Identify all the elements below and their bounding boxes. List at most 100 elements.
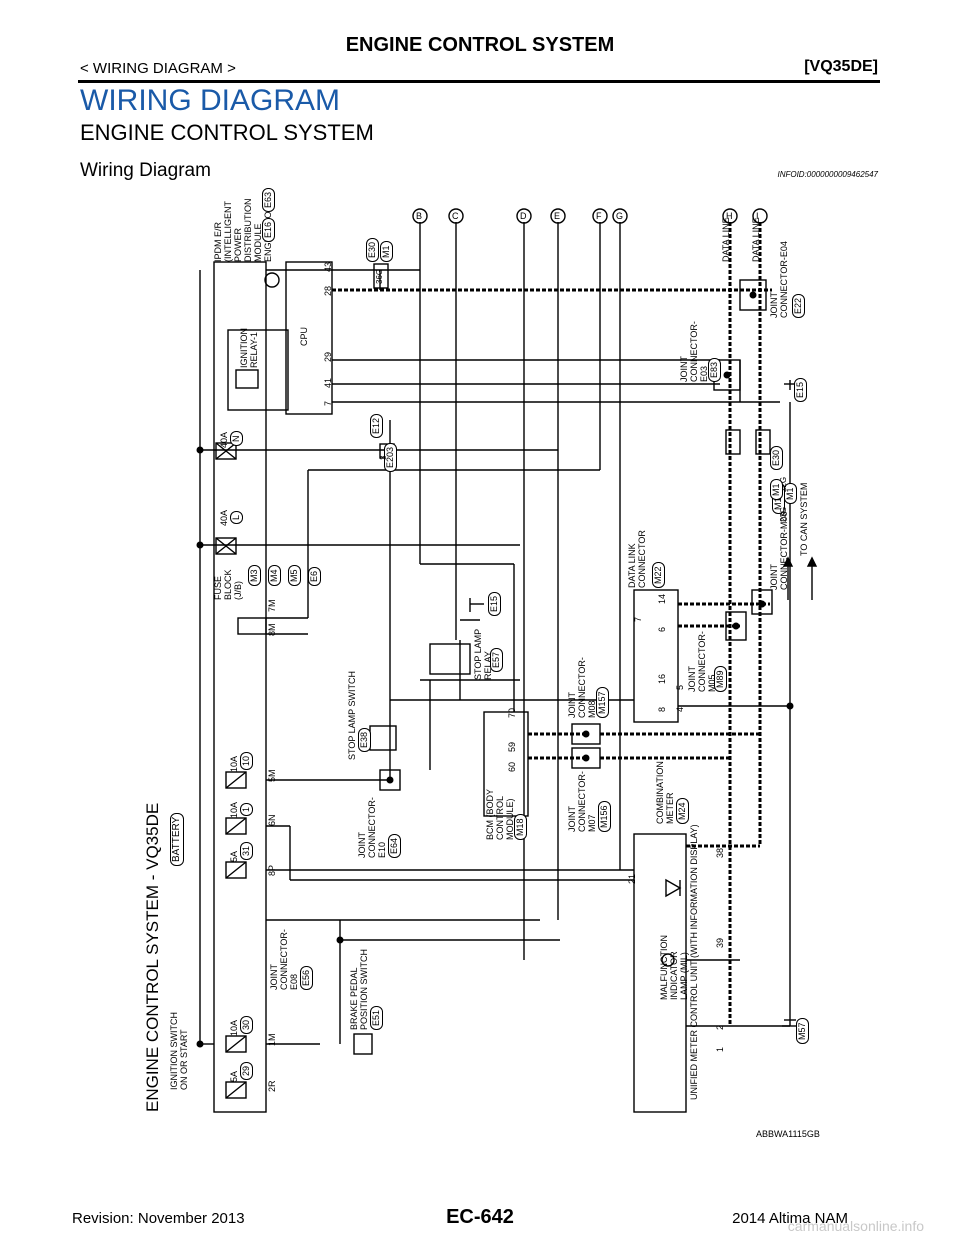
inline-connector bbox=[373, 263, 389, 289]
joint-m05-label: JOINT bbox=[687, 666, 697, 692]
fuse-amp: 5A bbox=[229, 850, 239, 862]
joint-e04-label: CONNECTOR-E04 bbox=[779, 241, 789, 318]
fuse-block-box bbox=[237, 617, 267, 635]
data-link-pin: 16 bbox=[657, 673, 667, 684]
joint-box bbox=[739, 279, 767, 311]
fuse-pin: 8M bbox=[267, 623, 277, 636]
ignition-switch-label: IGNITION SWITCH bbox=[169, 1012, 179, 1090]
fuse-block-connector: M3 bbox=[248, 565, 261, 586]
data-line-label: DATA LINE bbox=[751, 217, 761, 262]
data-link-pin: 8 bbox=[657, 706, 667, 712]
vertical-title: ENGINE CONTROL SYSTEM - VQ35DE bbox=[143, 802, 162, 1112]
inline-connector-pin: 36G bbox=[375, 268, 384, 284]
fuse-pin: 1M bbox=[267, 1033, 277, 1046]
mil-label: INDICATOR bbox=[669, 951, 679, 1000]
bcm-connector: M18 bbox=[514, 814, 527, 840]
meter-pin: 1 bbox=[715, 1046, 725, 1052]
data-link-label: CONNECTOR bbox=[637, 530, 647, 588]
joint-e08-label: JOINT bbox=[269, 964, 279, 990]
bcm-pin: 60 bbox=[507, 761, 517, 772]
joint-box bbox=[725, 611, 747, 641]
watermark: carmanualsonline.info bbox=[787, 1218, 924, 1234]
mil-label: MALFUNCTION bbox=[659, 935, 669, 1000]
fuse-number: L bbox=[230, 510, 243, 524]
joint-m07-connector: M156 bbox=[598, 801, 611, 832]
meter-pin: 2 bbox=[715, 1024, 725, 1030]
joint-box bbox=[571, 723, 601, 745]
fuse-number: 31 bbox=[240, 841, 253, 860]
meter-box bbox=[633, 833, 687, 1113]
combination-meter-label: METER bbox=[665, 792, 675, 825]
joint-box bbox=[379, 769, 401, 791]
header-divider bbox=[78, 80, 880, 83]
inline-connector-label: E30 bbox=[366, 237, 379, 262]
fuse-number: 1 bbox=[240, 802, 253, 816]
mil-label: LAMP (MIL) bbox=[679, 952, 689, 1000]
joint-e03-label: JOINT bbox=[679, 356, 689, 382]
fuse-block-connector: M5 bbox=[288, 565, 301, 586]
joint-box bbox=[571, 747, 601, 769]
fuse-amp: 40A bbox=[219, 509, 229, 526]
joint-m08-connector: M157 bbox=[596, 687, 609, 718]
meter-pin: 38 bbox=[715, 847, 725, 858]
data-link-pin: 4 bbox=[675, 706, 685, 712]
combination-meter-label: COMBINATION bbox=[655, 761, 665, 824]
combination-meter-connector: M24 bbox=[676, 798, 689, 824]
diagram-heading: Wiring Diagram bbox=[80, 160, 211, 181]
ipdm-connector: E16 bbox=[262, 217, 275, 242]
fuse-number: 10 bbox=[240, 751, 253, 770]
fuse-pin: 5M bbox=[267, 769, 277, 782]
brake-switch-label: BRAKE PEDAL bbox=[349, 967, 359, 1030]
joint-e08-label: CONNECTOR- bbox=[279, 929, 289, 990]
bcm-box bbox=[483, 711, 529, 817]
joint-e03-connector: E83 bbox=[708, 357, 721, 382]
terminal-letter: G bbox=[616, 211, 624, 221]
fuse-block-label: BLOCK bbox=[223, 569, 233, 600]
ground-connector: M57 bbox=[796, 1018, 809, 1044]
joint-e04-connector: E22 bbox=[792, 293, 805, 318]
data-link-pin: 5 bbox=[675, 684, 685, 690]
terminal-letter: H bbox=[726, 211, 733, 221]
relay-box bbox=[227, 329, 289, 411]
joint-m07-label: M07 bbox=[587, 814, 597, 832]
fuse-amp: 40A bbox=[219, 431, 229, 448]
fuse-block-label: (J/B) bbox=[233, 581, 243, 600]
fuse-pin: 2R bbox=[267, 1080, 277, 1092]
joint-e10-connector: E64 bbox=[388, 833, 401, 858]
inline-connector-label: M1 bbox=[770, 479, 783, 500]
footer-revision: Revision: November 2013 bbox=[72, 1210, 245, 1227]
ipdm-pin: 43 bbox=[323, 261, 333, 272]
joint-box bbox=[751, 589, 773, 615]
ipdm-label: POWER bbox=[233, 227, 243, 262]
joint-m05-label: CONNECTOR- bbox=[697, 631, 707, 692]
fuse-number: 30 bbox=[240, 1015, 253, 1034]
terminal-letter: C bbox=[452, 211, 459, 221]
mil-diode bbox=[665, 878, 682, 898]
ipdm-pin: 28 bbox=[323, 285, 333, 296]
data-link-pin: 14 bbox=[657, 593, 667, 604]
data-link-pin: 7 bbox=[633, 616, 643, 622]
section-title: WIRING DIAGRAM bbox=[80, 84, 340, 117]
data-link-label: DATA LINK bbox=[627, 543, 637, 588]
stop-lamp-relay-symbol bbox=[429, 643, 471, 675]
inline-connector-label: E12 bbox=[370, 413, 383, 438]
fuse-number: 29 bbox=[240, 1061, 253, 1080]
ipdm-cpu-box bbox=[285, 261, 333, 415]
joint-m08-label: JOINT bbox=[567, 692, 577, 718]
joint-e10-label: E10 bbox=[377, 841, 387, 858]
ipdm-label: IPDM E/R bbox=[213, 221, 223, 262]
section-subtitle: ENGINE CONTROL SYSTEM bbox=[80, 120, 374, 145]
battery-label: BATTERY bbox=[170, 812, 184, 866]
fuse-symbol bbox=[215, 442, 247, 1099]
meter-pin: 39 bbox=[715, 937, 725, 948]
engine-code: [VQ35DE] bbox=[804, 58, 878, 75]
inline-connector-label: E30 bbox=[770, 445, 783, 470]
fuse-panel-outline bbox=[213, 261, 267, 1113]
meter-unit-label: UNIFIED METER CONTROL UNIT (WITH INFORMA… bbox=[689, 824, 699, 1100]
bcm-pin: 70 bbox=[507, 707, 517, 718]
bcm-label: CONTROL bbox=[495, 795, 505, 840]
joint-e10-label: JOINT bbox=[357, 832, 367, 858]
ipdm-pin: 41 bbox=[323, 377, 333, 388]
stop-lamp-relay-connector: E57 bbox=[490, 647, 503, 672]
